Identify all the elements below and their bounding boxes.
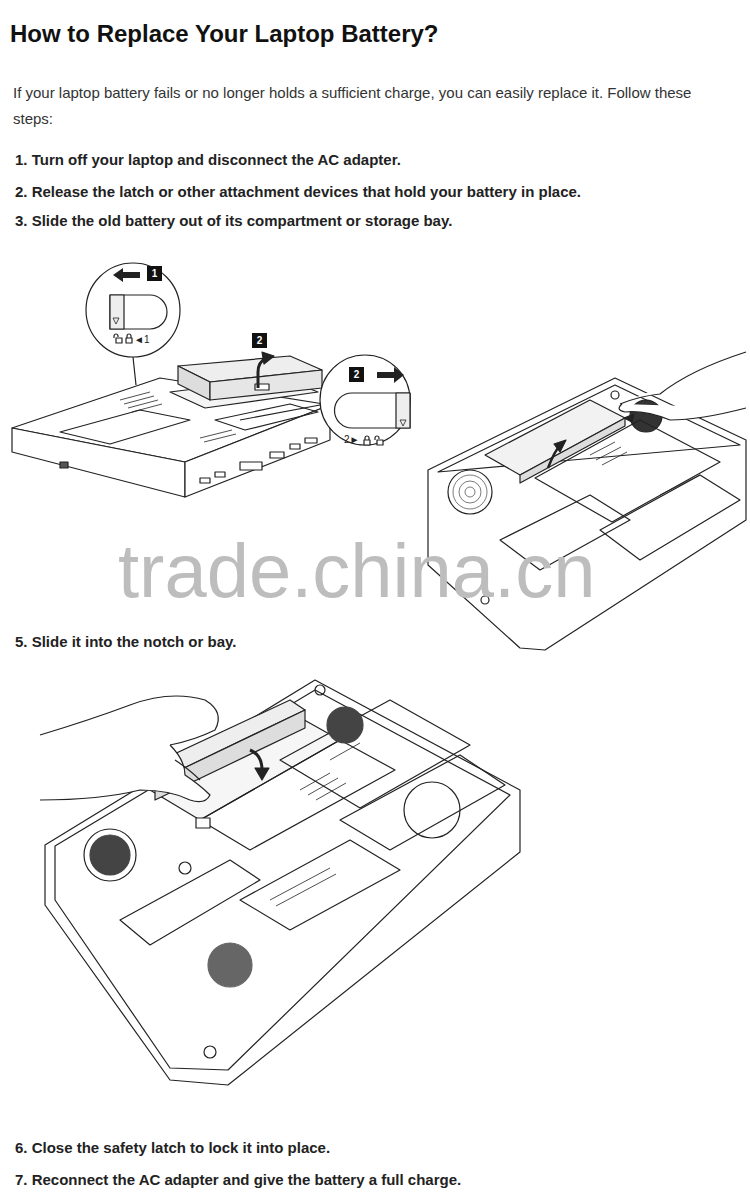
callout-text: 2 — [354, 369, 360, 380]
step-text: 2. Release the latch or other attachment… — [15, 182, 740, 202]
intro-paragraph: If your laptop battery fails or no longe… — [13, 80, 735, 132]
step-text: 5. Slide it into the notch or bay. — [15, 632, 740, 652]
callout-text: 1 — [152, 268, 158, 279]
page-title: How to Replace Your Laptop Battery? — [10, 20, 439, 48]
step-text: 6. Close the safety latch to lock it int… — [15, 1138, 740, 1158]
step-text: 3. Slide the old battery out of its comp… — [15, 211, 740, 231]
laptop-bottom — [40, 680, 520, 1085]
latch-label: ◄1 — [134, 334, 149, 346]
watermark: trade.china.cn — [118, 528, 595, 614]
callout-text: 2 — [257, 335, 263, 346]
step-text: 1. Turn off your laptop and disconnect t… — [15, 150, 740, 170]
latch-label: 2► — [344, 434, 359, 446]
callout-number: 1 — [147, 266, 162, 281]
laptop-top-left — [12, 263, 410, 497]
callout-number: 2 — [349, 367, 364, 382]
step-text: 7. Reconnect the AC adapter and give the… — [15, 1170, 740, 1190]
callout-number: 2 — [252, 333, 267, 348]
